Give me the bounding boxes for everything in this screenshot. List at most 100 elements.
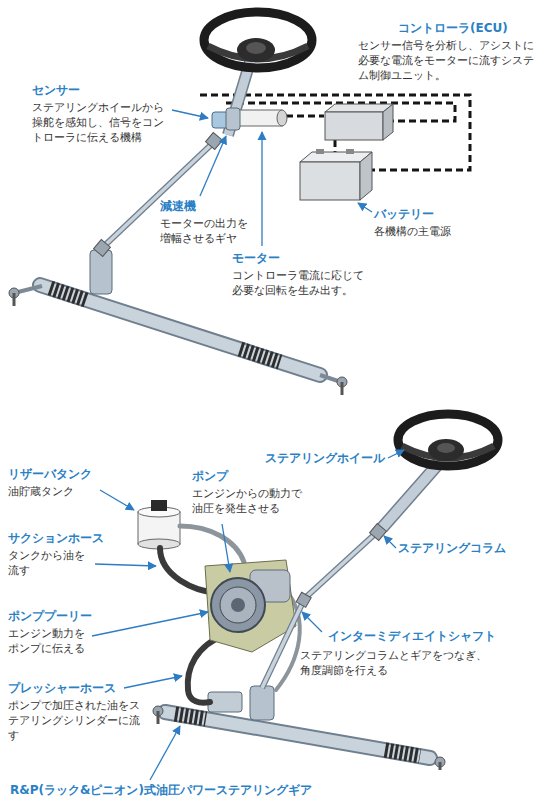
battery bbox=[300, 149, 372, 200]
steering-shaft bbox=[296, 592, 311, 607]
rack-and-pinion bbox=[165, 712, 430, 758]
leader-line bbox=[124, 676, 182, 688]
ecu-box bbox=[325, 104, 393, 140]
rack-and-pinion bbox=[250, 686, 274, 720]
part-description: エンジンからの動力で油圧を発生させる bbox=[192, 486, 306, 516]
part-name: インターミディエイトシャフト bbox=[328, 628, 496, 645]
leader-line bbox=[92, 450, 404, 780]
steering-shaft bbox=[102, 142, 214, 248]
motor bbox=[226, 108, 287, 130]
part-name: センサー bbox=[32, 82, 80, 99]
rack-and-pinion bbox=[341, 382, 344, 395]
ecu-box bbox=[325, 112, 383, 140]
part-name: プレッシャーホース bbox=[8, 680, 116, 697]
part-name: 減速機 bbox=[160, 198, 196, 215]
rack-and-pinion bbox=[385, 750, 420, 756]
part-description: 油貯蔵タンク bbox=[8, 484, 74, 499]
rack-and-pinion bbox=[240, 349, 280, 362]
part-name: コントローラ(ECU) bbox=[398, 20, 508, 37]
signal-wire bbox=[286, 115, 324, 118]
part-description: エンジン動力をポンプに伝える bbox=[8, 626, 88, 656]
leader-line bbox=[172, 110, 208, 118]
leader-line bbox=[388, 450, 404, 458]
steering-wheel bbox=[428, 439, 464, 461]
leader-line bbox=[92, 612, 208, 636]
part-description: モーターの出力を増幅させるギヤ bbox=[160, 216, 252, 246]
battery bbox=[346, 149, 354, 154]
rack-and-pinion bbox=[165, 712, 430, 758]
part-name: バッテリー bbox=[374, 206, 434, 223]
steering-shaft bbox=[305, 534, 375, 598]
rack-and-pinion bbox=[208, 692, 242, 712]
steering-wheel bbox=[398, 414, 498, 466]
pump bbox=[205, 560, 296, 652]
part-name: モーター bbox=[232, 250, 280, 267]
part-name: リザーバタンク bbox=[8, 466, 92, 483]
steering-shaft bbox=[382, 462, 440, 528]
leader-line bbox=[302, 612, 322, 632]
rack-and-pinion bbox=[157, 711, 160, 724]
part-name: ポンプ bbox=[192, 468, 228, 485]
leader-line bbox=[222, 524, 230, 572]
part-description: ポンプで加圧された油をステアリングシリンダーに流す bbox=[8, 698, 144, 744]
rack-and-pinion bbox=[320, 375, 338, 381]
ecu-box bbox=[325, 104, 393, 112]
part-name: サクションホース bbox=[8, 530, 104, 547]
leader-line bbox=[358, 203, 372, 212]
leader-line bbox=[95, 564, 156, 566]
leader-line bbox=[261, 132, 262, 246]
ecu-box bbox=[383, 104, 393, 140]
part-name: ステアリングホイール bbox=[265, 450, 385, 467]
battery bbox=[300, 162, 360, 200]
steering-shaft bbox=[382, 462, 440, 528]
part-description: タンクから油を流す bbox=[8, 548, 88, 578]
battery bbox=[360, 152, 372, 200]
rack-and-pinion bbox=[439, 762, 442, 770]
steering-wheel bbox=[437, 443, 455, 453]
part-description: コントローラ電流に応じて必要な回転を生み出す。 bbox=[232, 268, 368, 298]
steering-shaft bbox=[262, 602, 303, 688]
steering-shaft bbox=[370, 524, 387, 541]
pump bbox=[211, 578, 265, 632]
part-description: ステアリングコラムとギアをつなぎ、角度調節を行える bbox=[300, 648, 492, 678]
reservoir-tank bbox=[138, 500, 180, 549]
hose bbox=[180, 526, 244, 562]
leader-line bbox=[100, 490, 134, 510]
rack-and-pinion bbox=[18, 286, 42, 292]
pump bbox=[205, 560, 296, 652]
motor bbox=[277, 110, 287, 126]
steering-wheel bbox=[204, 12, 312, 68]
rack-and-pinion bbox=[40, 285, 320, 375]
leader-line bbox=[200, 136, 226, 196]
part-name: ステアリングコラム bbox=[398, 540, 506, 557]
pump bbox=[220, 587, 256, 623]
leader-line bbox=[384, 536, 396, 548]
steering-wheel bbox=[246, 42, 266, 54]
steering-shaft bbox=[305, 534, 375, 598]
part-name: ポンププーリー bbox=[8, 608, 92, 625]
steering-shaft bbox=[94, 240, 111, 257]
part-description: センサー信号を分析し、アシストに必要な電流をモーターに流すシステム制御ユニット。 bbox=[358, 38, 538, 84]
rack-and-pinion bbox=[13, 293, 16, 306]
steering-shaft bbox=[262, 602, 303, 688]
motor bbox=[238, 110, 282, 126]
steering-wheel bbox=[204, 12, 312, 68]
battery bbox=[316, 149, 324, 154]
pump bbox=[231, 598, 245, 612]
steering-wheel bbox=[398, 414, 498, 466]
motor bbox=[226, 108, 240, 130]
rack-and-pinion bbox=[40, 285, 320, 375]
part-name: R&P(ラック&ピニオン)式油圧パワーステアリングギア bbox=[10, 782, 312, 799]
steering-shaft bbox=[102, 142, 214, 248]
hose bbox=[188, 634, 226, 703]
steering-wheel bbox=[237, 38, 275, 62]
leader-line bbox=[150, 726, 180, 780]
rack-and-pinion bbox=[175, 714, 206, 719]
part-description: 各機構の主電源 bbox=[374, 224, 451, 239]
rack-and-pinion bbox=[50, 288, 86, 300]
steering-shaft bbox=[206, 133, 223, 150]
rack-and-pinion bbox=[90, 250, 112, 294]
reservoir-tank bbox=[151, 500, 167, 511]
part-description: ステアリングホイールから操舵を感知し、信号をコントローラに伝える機構 bbox=[32, 100, 168, 146]
